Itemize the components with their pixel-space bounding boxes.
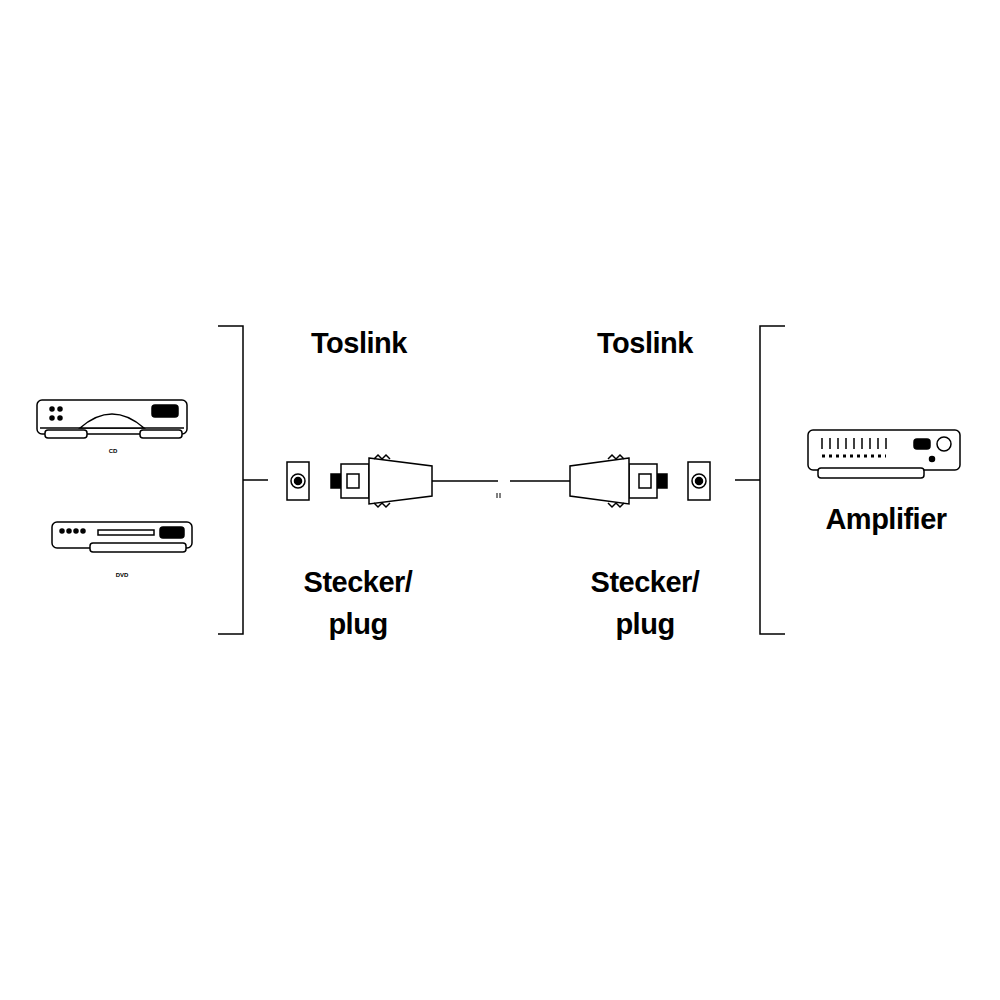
bracket — [735, 326, 785, 634]
plug-label: Stecker/ plug — [580, 561, 710, 645]
cd-player — [37, 400, 187, 438]
connector-type: Toslink — [279, 322, 439, 364]
amplifier-device — [808, 430, 960, 478]
toslink-plug — [570, 455, 667, 507]
cable-break — [497, 493, 500, 498]
optical-cable — [432, 480, 570, 482]
bracket — [218, 326, 268, 634]
plug-label: Stecker/ plug — [293, 561, 423, 645]
connector-type: Toslink — [565, 322, 725, 364]
dvd-player — [52, 522, 192, 552]
device-label: CD — [98, 447, 128, 455]
toslink-socket — [287, 462, 309, 500]
device-label: Amplifier — [801, 498, 971, 540]
toslink-plug — [331, 455, 432, 507]
toslink-socket — [688, 462, 710, 500]
device-label: DVD — [107, 571, 137, 579]
